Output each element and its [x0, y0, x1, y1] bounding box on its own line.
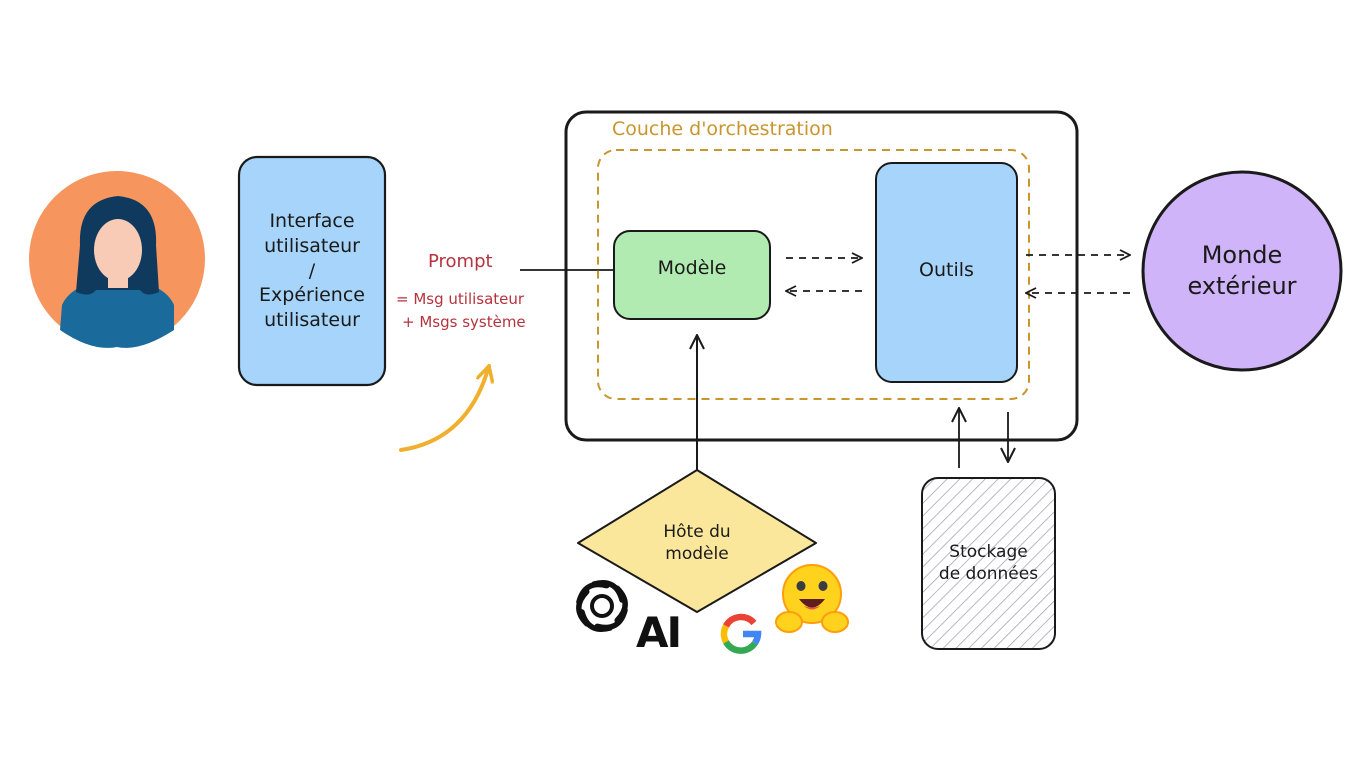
huggingface-logo [775, 564, 849, 633]
avatar-face [94, 219, 142, 281]
model-label: Modèle [657, 256, 727, 279]
world-label: Monde extérieur [1143, 172, 1341, 370]
ui-box-line-4: Expérience [259, 284, 365, 307]
tools-box-shape [875, 162, 1018, 383]
ui-box-shape [237, 155, 387, 387]
storage-box-shape [921, 477, 1056, 650]
ui-box: Interface utilisateur / Expérience utili… [239, 157, 385, 385]
storage-label-line-1: Stockage [949, 541, 1028, 562]
orchestration-layer-box [597, 149, 1030, 400]
openai-logo [576, 580, 628, 632]
anthropic-logo: AI [636, 608, 682, 657]
storage-label-line-2: de données [938, 564, 1039, 584]
host-label: Hôte du modèle [620, 505, 774, 581]
user-avatar [29, 171, 205, 348]
avatar-shirt [60, 278, 174, 348]
host-label-line-2: modèle [665, 544, 729, 564]
model-box-shape [613, 230, 771, 320]
orchestration-outer-box [564, 110, 1079, 442]
ui-box-line-3: / [308, 259, 316, 282]
world-circle-shape [1141, 170, 1343, 372]
storage-label: Stockage de données [922, 528, 1055, 598]
prompt-title: Prompt [428, 251, 493, 272]
world-label-line-1: Monde [1201, 240, 1283, 269]
google-logo [720, 613, 762, 654]
host-label-line-1: Hôte du [663, 521, 731, 542]
tools-label: Outils [919, 258, 974, 281]
orchestration-label: Couche d'orchestration [612, 118, 833, 140]
ui-box-line-2: utilisateur [264, 234, 360, 257]
ui-box-line-1: Interface [269, 210, 355, 233]
world-label-line-2: extérieur [1187, 272, 1297, 300]
ui-box-line-5: utilisateur [264, 309, 360, 332]
host-diamond-shape [577, 469, 817, 613]
prompt-line-1: = Msg utilisateur [396, 290, 525, 308]
prompt-line-2: + Msgs système [402, 313, 526, 331]
curved-arrow [399, 366, 489, 452]
